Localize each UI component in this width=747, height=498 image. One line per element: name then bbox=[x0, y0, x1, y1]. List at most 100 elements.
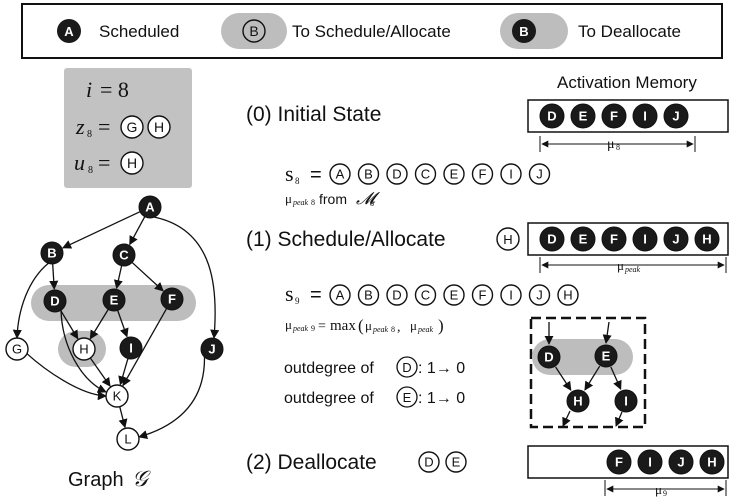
legend-to-deallocate-label: To Deallocate bbox=[578, 22, 681, 41]
graph-node-d-circle bbox=[43, 289, 67, 313]
inset-node-e-label: E bbox=[602, 349, 611, 364]
outdegree-d-node-label: D bbox=[402, 360, 411, 375]
step1-peak-open-paren: ( bbox=[358, 316, 364, 335]
edge-j-l bbox=[138, 357, 206, 440]
legend-to-schedule: B To Schedule/Allocate bbox=[221, 13, 451, 49]
step0-memory-cell-f: F bbox=[601, 103, 627, 129]
inset-node-h: H bbox=[566, 389, 590, 413]
legend-to-deallocate: B To Deallocate bbox=[500, 13, 681, 49]
graph-node-i-label: I bbox=[129, 341, 133, 356]
step1-seq-node-h: H bbox=[557, 284, 579, 306]
graph-node-e-circle bbox=[102, 288, 126, 312]
state-i-var: i bbox=[86, 77, 92, 102]
inset-node-h-circle bbox=[566, 389, 590, 413]
inset-edges bbox=[544, 321, 624, 427]
state-z-var: z bbox=[75, 114, 85, 139]
inset-node-i-circle bbox=[614, 389, 638, 413]
legend-scheduled-node bbox=[57, 19, 81, 43]
step1-memory-cell-e: E bbox=[570, 226, 596, 252]
step2-title-node-d-label: D bbox=[424, 455, 433, 470]
step1-seq-node-e-label: E bbox=[450, 288, 459, 303]
state-u-node-h-circle bbox=[120, 151, 144, 175]
step0-seq-sub: 8 bbox=[295, 176, 300, 186]
activation-memory-title: Activation Memory bbox=[557, 73, 697, 92]
graph-node-b-circle bbox=[40, 241, 64, 265]
edge-a-c bbox=[129, 216, 146, 246]
step0-seq-node-e-label: E bbox=[450, 167, 459, 182]
step2-memory-cell-j-label: J bbox=[677, 455, 684, 470]
graph-node-i: I bbox=[119, 336, 143, 360]
inset-node-e-circle bbox=[594, 344, 618, 368]
step0-memory-cell-j-label: J bbox=[672, 109, 679, 124]
step1-seq-node-b-label: B bbox=[364, 288, 373, 303]
step2-title-node-e-circle bbox=[445, 451, 467, 473]
step2-memory-cell-i-circle bbox=[637, 449, 663, 475]
step1-peak-close-paren: ) bbox=[438, 316, 444, 335]
step0-memory-cell-i-circle bbox=[632, 103, 658, 129]
step2-title-node-d-circle bbox=[418, 451, 440, 473]
step1-seq-node-i-label: I bbox=[509, 288, 513, 303]
step1-seq-eq: = bbox=[310, 284, 322, 306]
step0-peak-mu: μ bbox=[285, 191, 292, 206]
step1-peak-sub: peak bbox=[292, 324, 309, 333]
step0-seq-node-b: B bbox=[357, 163, 380, 185]
step0-peak-from: from bbox=[319, 191, 347, 207]
graph-node-a-label: A bbox=[145, 200, 155, 215]
step1-peak-arg2-sub: peak bbox=[417, 325, 434, 334]
step1-memory-cell-d-circle bbox=[539, 226, 565, 252]
step0-seq-node-f: F bbox=[471, 163, 494, 185]
edge-b-g bbox=[12, 262, 49, 339]
step0-seq-node-a: A bbox=[329, 163, 351, 185]
step1-peak-arg2: μ bbox=[410, 318, 417, 333]
graph-node-b: B bbox=[40, 241, 64, 265]
step1-seq-node-e: E bbox=[443, 284, 465, 306]
edge-h-k bbox=[89, 357, 111, 387]
outdegree-d-label: outdegree of bbox=[284, 360, 374, 377]
edge-f-k bbox=[122, 308, 168, 387]
edge-c-e bbox=[113, 265, 123, 290]
step1-memory-cell-f-circle bbox=[601, 226, 627, 252]
step0-peak-M: 𝓜 bbox=[356, 189, 380, 208]
step1-seq-node-h-label: H bbox=[563, 288, 572, 303]
graph-node-k-circle bbox=[105, 384, 129, 408]
step1-seq-node-d-label: D bbox=[392, 288, 401, 303]
inset-incoming-e bbox=[602, 321, 612, 344]
edge-e-h bbox=[89, 309, 109, 340]
state-z-node-g-circle bbox=[120, 115, 144, 139]
step1-memory-cell-h: H bbox=[694, 226, 720, 252]
inset-frame bbox=[529, 316, 647, 429]
step0-mu-sub: 8 bbox=[616, 143, 620, 152]
step0-seq-node-i: I bbox=[500, 163, 522, 185]
step1-seq-node-c-circle bbox=[414, 284, 437, 306]
graph-node-a: A bbox=[138, 195, 162, 219]
step0-memory-cell-j: J bbox=[663, 103, 689, 129]
step1-memory-cell-f: F bbox=[601, 226, 627, 252]
step1-seq-node-c: C bbox=[414, 284, 437, 306]
legend-to-schedule-label: To Schedule/Allocate bbox=[292, 22, 451, 41]
graph-node-h: H bbox=[72, 337, 96, 361]
step1-mu-label: μ bbox=[617, 258, 624, 273]
inset-node-i: I bbox=[614, 389, 638, 413]
legend-to-deallocate-node-label: B bbox=[519, 24, 528, 39]
step0-peak-sub: peak bbox=[292, 198, 309, 207]
outdegree-d-change: : 1→ 0 bbox=[418, 360, 465, 377]
step0-seq-node-b-label: B bbox=[364, 167, 373, 182]
step1-seq-node-j-circle bbox=[528, 284, 551, 306]
inset-node-i-label: I bbox=[624, 394, 628, 409]
inset-node-e: E bbox=[594, 344, 618, 368]
inset-node-d-circle bbox=[537, 345, 561, 369]
legend-scheduled-label: Scheduled bbox=[99, 22, 179, 41]
step1-memory-cell-i-label: I bbox=[643, 232, 647, 247]
edge-d-h bbox=[60, 310, 79, 340]
step1-seq-node-j: J bbox=[528, 284, 551, 306]
graph-node-d: D bbox=[43, 289, 67, 313]
step0-title: (0) Initial State bbox=[246, 103, 381, 126]
step0-mu-label: μ bbox=[607, 137, 615, 152]
step1-seq-node-f-label: F bbox=[479, 288, 487, 303]
graph-node-l-circle bbox=[116, 427, 140, 451]
state-z-node-g-label: G bbox=[127, 119, 138, 135]
step1-peak-eq: = bbox=[318, 319, 326, 334]
step0-memory-cell-d: D bbox=[539, 103, 565, 129]
